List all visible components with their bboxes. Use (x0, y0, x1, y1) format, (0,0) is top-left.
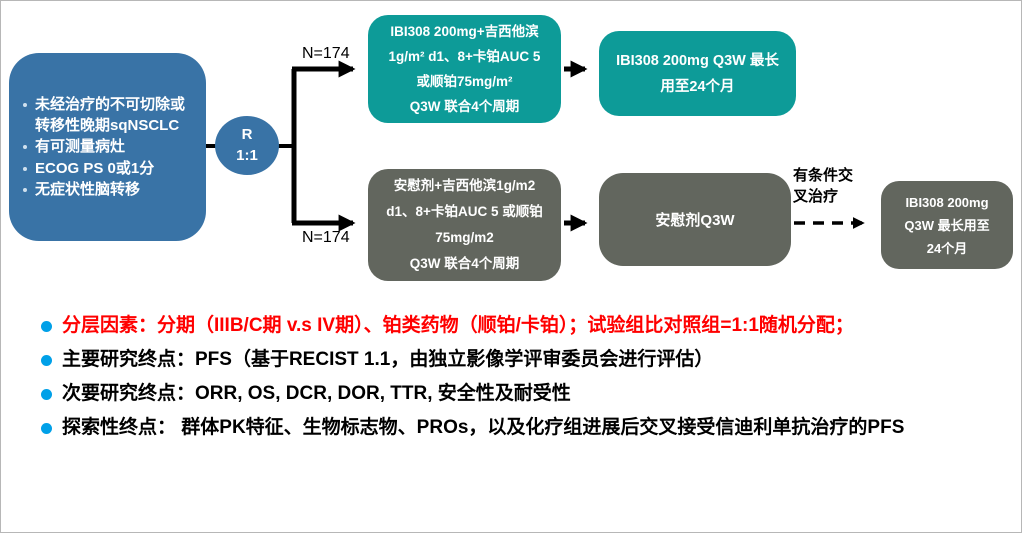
bullet-dot-icon (23, 187, 27, 192)
note-text: 分层因素：分期（IIIB/C期 v.s IV期）、铂类药物（顺铂/卡铂）；试验组… (62, 315, 854, 336)
note-text: 探索性终点： 群体PK特征、生物标志物、PROs，以及化疗组进展后交叉接受信迪利… (62, 417, 905, 438)
randomization-circle: R 1:1 (215, 116, 279, 175)
arm1-chemo-line: Q3W 联合4个周期 (409, 99, 520, 114)
arm2-chemo-line: d1、8+卡铂AUC 5 或顺铂 (386, 204, 543, 219)
arm1-chemo-line: 1g/m² d1、8+卡铂AUC 5 (388, 49, 541, 64)
arm2-maintenance-label: 安慰剂Q3W (655, 212, 735, 229)
bullet-dot-icon (23, 102, 27, 107)
bullet-dot-icon (23, 145, 27, 150)
arm1-maintenance-box: IBI308 200mg Q3W 最长 用至24个月 (599, 31, 796, 116)
arm1-chemo-line: 或顺铂75mg/m² (416, 74, 513, 89)
eligibility-item-text: ECOG PS 0或1分 (35, 159, 155, 177)
crossover-treatment-box: IBI308 200mg Q3W 最长用至 24个月 (881, 181, 1013, 269)
crossover-label-line: 叉治疗 (793, 188, 839, 205)
note-secondary-endpoint: 次要研究终点：ORR, OS, DCR, DOR, TTR, 安全性及耐受性 (41, 377, 1009, 411)
eligibility-item: 无症状性脑转移 (21, 179, 193, 200)
crossover-box-line: IBI308 200mg (905, 194, 989, 210)
arm1-chemo-line: IBI308 200mg+吉西他滨 (390, 24, 539, 39)
note-text: 主要研究终点：PFS（基于RECIST 1.1，由独立影像学评审委员会进行评估） (62, 349, 714, 370)
n-label-arm1: N=174 (302, 45, 350, 62)
note-text: 次要研究终点：ORR, OS, DCR, DOR, TTR, 安全性及耐受性 (62, 383, 571, 404)
eligibility-item: 有可测量病灶 (21, 136, 193, 157)
bullet-dot-icon (23, 166, 27, 171)
arm2-chemo-box: 安慰剂+吉西他滨1g/m2 d1、8+卡铂AUC 5 或顺铂 75mg/m2 Q… (368, 169, 561, 281)
eligibility-item-text: 无症状性脑转移 (35, 180, 141, 198)
crossover-box-line: 24个月 (926, 240, 968, 256)
note-bullet-icon (41, 423, 52, 434)
arm2-maintenance-box: 安慰剂Q3W (599, 173, 791, 266)
eligibility-item-text: 有可测量病灶 (35, 138, 126, 156)
note-stratification: 分层因素：分期（IIIB/C期 v.s IV期）、铂类药物（顺铂/卡铂）；试验组… (41, 309, 1009, 343)
crossover-label-line: 有条件交 (793, 167, 854, 184)
note-exploratory-endpoint: 探索性终点： 群体PK特征、生物标志物、PROs，以及化疗组进展后交叉接受信迪利… (41, 411, 1009, 445)
eligibility-item: ECOG PS 0或1分 (21, 158, 193, 179)
n-label-arm2: N=174 (302, 229, 350, 246)
randomization-ratio: 1:1 (236, 146, 258, 164)
eligibility-item: 未经治疗的不可切除或转移性晚期sqNSCLC (21, 94, 193, 137)
trial-flow-diagram: 未经治疗的不可切除或转移性晚期sqNSCLC 有可测量病灶 ECOG PS 0或… (1, 1, 1021, 301)
arm1-chemo-box: IBI308 200mg+吉西他滨 1g/m² d1、8+卡铂AUC 5 或顺铂… (368, 15, 561, 123)
crossover-box-line: Q3W 最长用至 (904, 217, 990, 233)
flow-arrows (204, 60, 865, 232)
study-notes-list: 分层因素：分期（IIIB/C期 v.s IV期）、铂类药物（顺铂/卡铂）；试验组… (41, 309, 1009, 445)
note-bullet-icon (41, 355, 52, 366)
arm2-chemo-line: 安慰剂+吉西他滨1g/m2 (393, 178, 536, 193)
arm1-maintenance-line: IBI308 200mg Q3W 最长 (616, 52, 779, 69)
arm1-maintenance-line: 用至24个月 (660, 78, 735, 95)
note-bullet-icon (41, 389, 52, 400)
arm2-chemo-line: Q3W 联合4个周期 (409, 256, 520, 271)
crossover-condition-label: 有条件交 叉治疗 (793, 165, 885, 207)
randomization-letter: R (241, 126, 253, 144)
note-bullet-icon (41, 321, 52, 332)
note-primary-endpoint: 主要研究终点：PFS（基于RECIST 1.1，由独立影像学评审委员会进行评估） (41, 343, 1009, 377)
arm2-chemo-line: 75mg/m2 (435, 230, 494, 245)
eligibility-item-text: 未经治疗的不可切除或转移性晚期sqNSCLC (35, 95, 186, 135)
eligibility-box: 未经治疗的不可切除或转移性晚期sqNSCLC 有可测量病灶 ECOG PS 0或… (9, 53, 206, 241)
